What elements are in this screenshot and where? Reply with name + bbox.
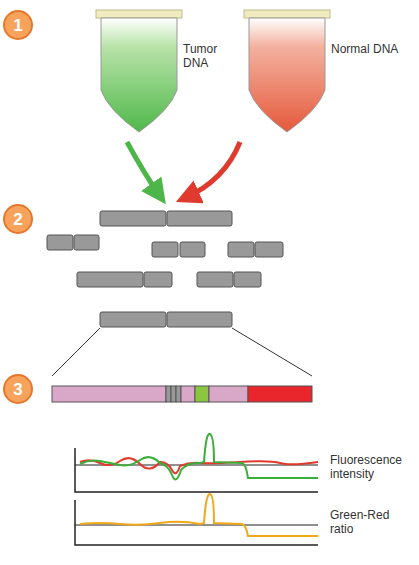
callout-circle: 1 — [3, 10, 33, 40]
chromosome-bar — [52, 386, 312, 402]
tube-label: Tumor DNA — [183, 42, 243, 71]
red-arrow — [185, 142, 240, 198]
tumor-tube — [96, 10, 182, 132]
dna-fragments — [47, 211, 283, 327]
ratio-plot — [75, 494, 318, 545]
green-arrow — [127, 142, 160, 196]
normal-tube — [244, 10, 330, 132]
callout-number: 2 — [13, 211, 22, 228]
plot-label: Green-Red ratio — [330, 508, 414, 537]
callout-number: 1 — [13, 17, 22, 34]
plot-label: Fluorescence intensity — [330, 453, 414, 482]
callout-number: 3 — [13, 381, 22, 398]
zoom-line — [232, 328, 312, 376]
callout-circle: 2 — [3, 204, 33, 234]
intensity-plot — [75, 434, 318, 492]
zoom-line — [52, 328, 100, 376]
callout-circle: 3 — [3, 374, 33, 404]
tube-label: Normal DNA — [331, 42, 415, 56]
